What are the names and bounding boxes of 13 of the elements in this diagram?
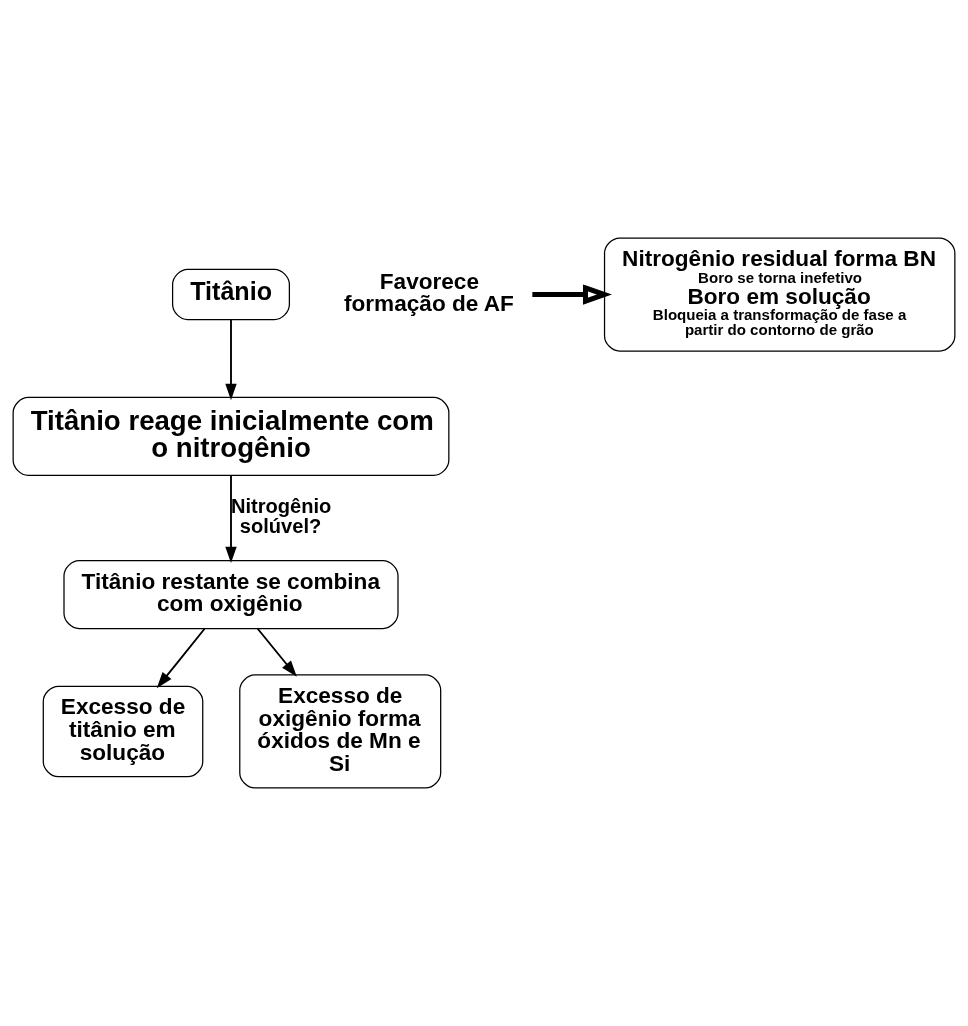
node-box: Titânio bbox=[172, 268, 290, 321]
arrow bbox=[256, 627, 297, 677]
node-box: Nitrogênio residual forma BN Boro se torna inefetivo Boro em solução Bloqueia a transformação de fase a partir do contorno de grão bbox=[603, 237, 956, 352]
node-box: Excesso de titânio em solução bbox=[42, 685, 204, 778]
node-box: Titânio reage inicialmente com o nitrogênio bbox=[12, 396, 450, 476]
node-box: Titânio restante se combina com oxigênio bbox=[63, 560, 399, 630]
arrow bbox=[532, 284, 612, 305]
arrow bbox=[225, 474, 237, 564]
arrow bbox=[225, 318, 237, 401]
arrow bbox=[156, 627, 206, 689]
edge-label: Nitrogênio solúvel? bbox=[231, 494, 332, 537]
node-box: Excesso de oxigênio forma óxidos de Mn e Si bbox=[239, 674, 442, 789]
node-text: Favorece formação de AF bbox=[344, 268, 514, 317]
